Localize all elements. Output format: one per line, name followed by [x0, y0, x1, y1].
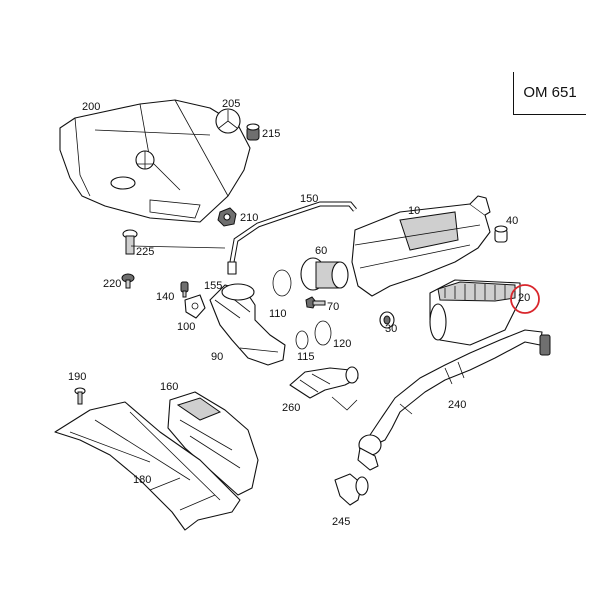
label-20: 20: [518, 292, 530, 304]
label-225: 225: [136, 246, 154, 258]
emblem-205[interactable]: [215, 108, 241, 134]
highlight-circle-20: [510, 284, 540, 314]
label-205: 205: [222, 98, 240, 110]
label-100: 100: [177, 321, 195, 333]
filter-housing-10[interactable]: [351, 195, 491, 297]
screw-220[interactable]: [121, 273, 135, 289]
grommet-215[interactable]: [246, 123, 260, 141]
label-215: 215: [262, 128, 280, 140]
label-150: 150: [300, 193, 318, 205]
label-120: 120: [333, 338, 351, 350]
breather-line-150[interactable]: [229, 201, 357, 263]
label-260: 260: [282, 402, 300, 414]
label-240: 240: [448, 399, 466, 411]
engine-model-box: OM 651: [513, 72, 586, 115]
label-40: 40: [506, 215, 518, 227]
charge-air-duct-160[interactable]: [167, 391, 259, 496]
filter-element-20[interactable]: [429, 279, 521, 346]
clip-155[interactable]: [227, 261, 237, 275]
leader-lines: [130, 245, 358, 411]
nut-210[interactable]: [217, 207, 237, 227]
label-190: 190: [68, 371, 86, 383]
label-90: 90: [211, 351, 223, 363]
label-10: 10: [408, 205, 420, 217]
label-245: 245: [332, 516, 350, 528]
label-110: 110: [269, 308, 287, 320]
mass-air-sensor-60[interactable]: [300, 257, 349, 291]
label-140: 140: [156, 291, 174, 303]
label-30: 30: [385, 323, 397, 335]
clamp-115[interactable]: [295, 330, 309, 350]
engine-cover-200[interactable]: [59, 99, 251, 223]
intake-pipe-240[interactable]: [357, 329, 551, 471]
bolt-190[interactable]: [74, 387, 86, 405]
elbow-245[interactable]: [334, 473, 369, 506]
grommet-30[interactable]: [379, 311, 395, 329]
label-60: 60: [315, 245, 327, 257]
label-180: 180: [133, 474, 151, 486]
screw-225[interactable]: [122, 229, 138, 255]
shield-180[interactable]: [54, 401, 241, 531]
bolt-70[interactable]: [305, 296, 326, 309]
label-70: 70: [327, 301, 339, 313]
label-210: 210: [240, 212, 258, 224]
bolt-140[interactable]: [180, 281, 189, 298]
bracket-100[interactable]: [184, 294, 206, 319]
intake-hose-90[interactable]: [209, 283, 286, 366]
label-220: 220: [103, 278, 121, 290]
clamp-120[interactable]: [314, 320, 332, 346]
label-200: 200: [82, 101, 100, 113]
air-duct-260[interactable]: [289, 366, 359, 399]
plug-40[interactable]: [494, 225, 508, 243]
label-115: 115: [297, 351, 315, 363]
engine-model-label: OM 651: [523, 84, 577, 101]
clamp-110[interactable]: [272, 269, 292, 297]
label-160: 160: [160, 381, 178, 393]
label-155: 155: [204, 280, 222, 292]
